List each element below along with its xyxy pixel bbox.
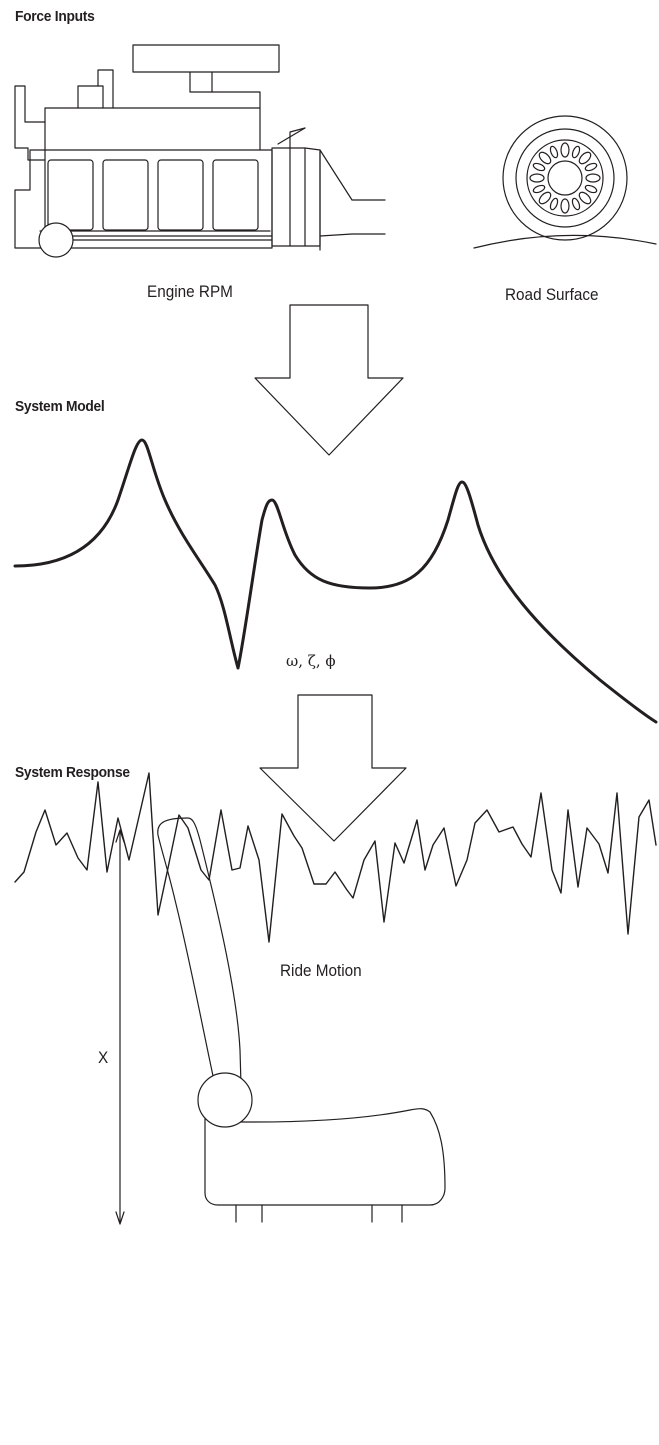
system-model-heading: System Model <box>15 398 105 415</box>
engine-icon <box>15 45 385 257</box>
system-response-heading: System Response <box>15 764 130 781</box>
down-arrow-icon <box>255 305 403 455</box>
ride-motion-caption: Ride Motion <box>280 961 362 980</box>
wheel-icon <box>474 116 656 248</box>
force-inputs-heading: Force Inputs <box>15 8 95 25</box>
ride-motion-signal <box>15 773 656 942</box>
model-parameters: ω, ζ, ϕ <box>286 652 336 670</box>
seat-icon <box>116 818 445 1224</box>
down-arrow-icon <box>260 695 406 841</box>
engine-rpm-caption: Engine RPM <box>147 282 233 301</box>
frequency-response-curve <box>15 440 656 722</box>
seat-axis-label: X <box>98 1048 109 1067</box>
road-surface-caption: Road Surface <box>505 285 599 304</box>
wheel-bolts <box>530 143 600 213</box>
